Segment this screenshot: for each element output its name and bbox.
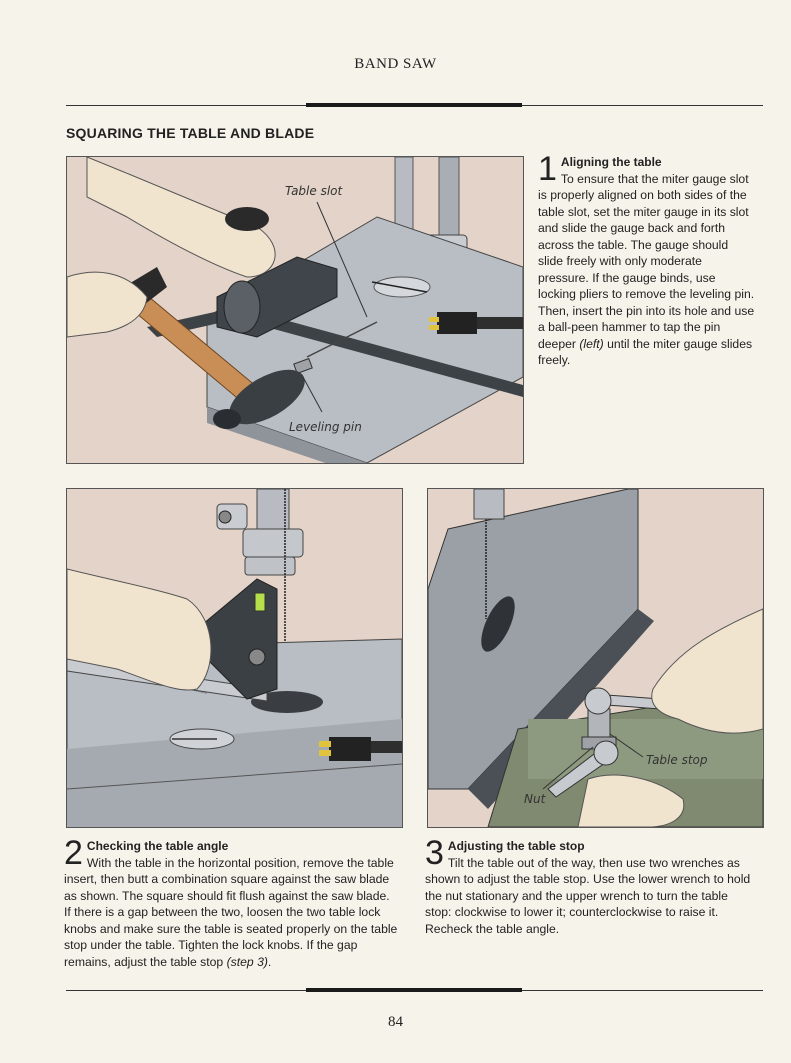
step-text: With the table in the horizontal positio… — [64, 855, 398, 969]
step-text: Tilt the table out of the way, then use … — [425, 855, 751, 936]
figure-aligning-table: Table slot Leveling pin — [66, 156, 524, 464]
top-rule — [66, 103, 763, 107]
step-heading: Aligning the table — [560, 155, 662, 169]
section-title: SQUARING THE TABLE AND BLADE — [66, 125, 315, 141]
running-head: BAND SAW — [354, 56, 437, 72]
step-1: 1 Aligning the table To ensure that the … — [538, 150, 756, 369]
callout-nut: Nut — [524, 792, 547, 806]
step-reference: (left) — [579, 336, 604, 351]
step-text-end: until the miter gauge slides freely. — [538, 336, 753, 368]
callout-table-slot: Table slot — [285, 184, 344, 198]
step-heading: Checking the table angle — [86, 839, 229, 853]
page-number: 84 — [388, 1014, 403, 1030]
step-3: 3 Adjusting the table stop Tilt the tabl… — [425, 834, 755, 937]
callout-leveling-pin: Leveling pin — [289, 420, 362, 434]
bottom-rule — [66, 988, 763, 992]
callout-table-stop: Table stop — [646, 753, 708, 767]
step-text: To ensure that the miter gauge slot is p… — [538, 171, 755, 351]
step-number: 1 — [538, 150, 557, 188]
step-reference: (step 3) — [226, 954, 268, 969]
figure-adjusting-table-stop: Table stop Nut — [427, 488, 764, 828]
step-heading: Adjusting the table stop — [447, 839, 585, 853]
step-number: 2 — [64, 834, 83, 872]
figure-checking-table-angle — [66, 488, 403, 828]
step-text-end: . — [267, 954, 272, 969]
step-2: 2 Checking the table angle With the tabl… — [64, 834, 398, 970]
step-number: 3 — [425, 834, 444, 872]
